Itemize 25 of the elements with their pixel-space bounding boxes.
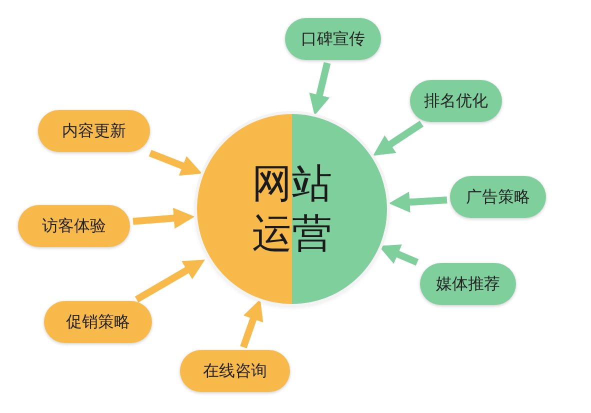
topic-label: 访客体验 <box>42 216 106 236</box>
topic-label: 排名优化 <box>424 90 488 112</box>
topic-label: 广告策略 <box>466 186 530 208</box>
topic-pill <box>44 301 152 343</box>
topic-label: 媒体推荐 <box>436 274 500 294</box>
arrow <box>240 299 264 348</box>
topic-label: 在线咨询 <box>203 360 267 382</box>
arrow <box>134 260 206 303</box>
topic-label: 促销策略 <box>66 312 130 332</box>
topic-pill <box>38 110 150 152</box>
topic-pill <box>420 263 516 305</box>
topic-pill <box>285 18 381 60</box>
topic-label: 内容更新 <box>62 120 126 142</box>
topic-pill <box>18 205 130 247</box>
arrow <box>372 120 424 156</box>
arrow <box>309 62 331 116</box>
arrow <box>378 244 419 266</box>
topic-label: 口碑宣传 <box>301 28 365 50</box>
arrow <box>388 192 448 213</box>
hub-title: 网站运营 <box>251 160 333 259</box>
topic-pill <box>180 350 290 392</box>
topic-pill <box>410 80 502 122</box>
arrow <box>148 150 202 176</box>
arrow <box>132 208 195 229</box>
topic-pill <box>450 176 546 218</box>
